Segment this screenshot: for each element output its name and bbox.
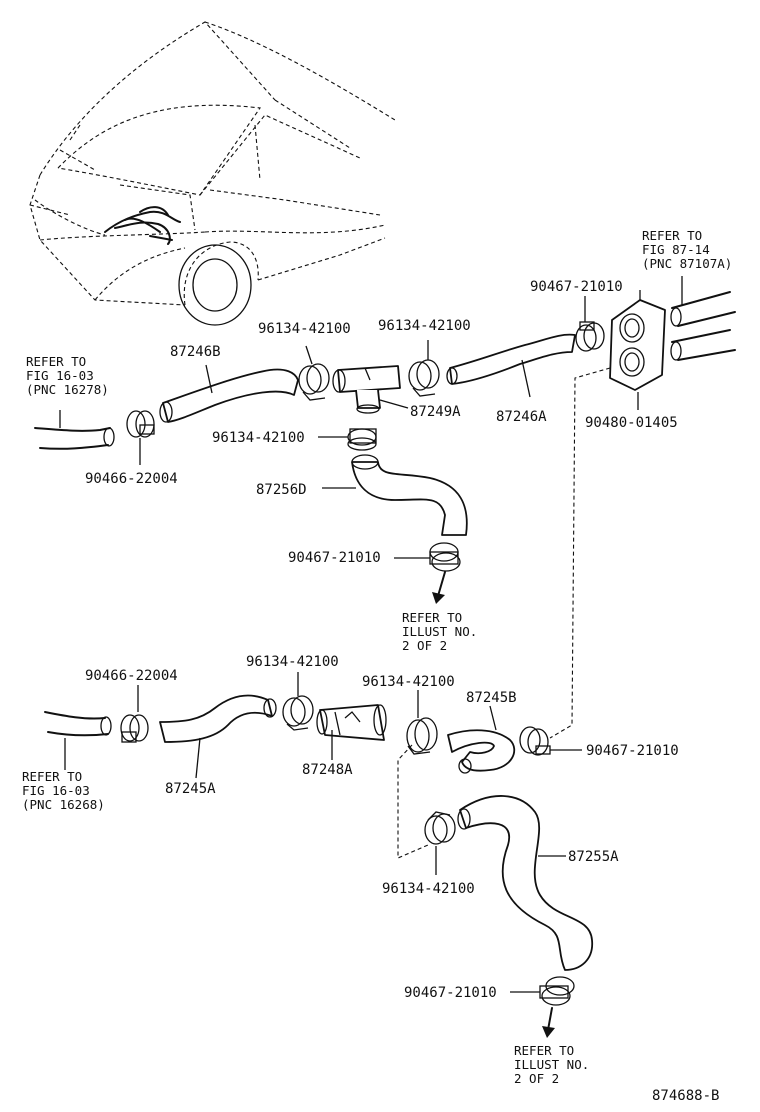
ref-left-bottom-1: REFER TO — [22, 769, 82, 784]
label-87255A: 87255A — [568, 849, 619, 865]
clamp-96134-c — [347, 428, 377, 451]
hose-87256D — [351, 461, 468, 536]
label-90467-right: 90467-21010 — [586, 743, 679, 759]
hose-87246A — [449, 333, 576, 385]
connector-87248A — [316, 704, 387, 741]
label-96134-d: 96134-42100 — [246, 654, 339, 670]
label-96134-a: 96134-42100 — [258, 321, 351, 337]
label-90466-top: 90466-22004 — [85, 471, 178, 487]
vehicle-sketch — [29, 21, 396, 326]
label-96134-f: 96134-42100 — [382, 881, 475, 897]
clamp-96134-b — [408, 359, 440, 397]
ref-right-top-3: (PNC 87107A) — [642, 256, 732, 271]
ref-left-top-1: REFER TO — [26, 354, 86, 369]
ref-left-bottom-2: FIG 16-03 — [22, 783, 90, 798]
label-87246A: 87246A — [496, 409, 547, 425]
label-90467-top: 90467-21010 — [530, 279, 623, 295]
diagram-id: 874688-B — [652, 1088, 719, 1104]
hose-87245B — [447, 729, 516, 772]
label-96134-e: 96134-42100 — [362, 674, 455, 690]
label-90466-bottom: 90466-22004 — [85, 668, 178, 684]
clamp-96134-d — [282, 695, 314, 731]
label-87245B: 87245B — [466, 690, 517, 706]
clamp-90467-top — [575, 321, 605, 352]
ref-illust-bottom-2: ILLUST NO. — [514, 1057, 589, 1072]
lower-hose-assembly — [44, 672, 593, 1038]
clamp-90466-lower — [120, 714, 149, 743]
label-96134-c: 96134-42100 — [212, 430, 305, 446]
clamp-90466-upper — [126, 410, 155, 438]
clamp-90467-bottom — [539, 976, 575, 1006]
label-grommet: 90480-01405 — [585, 415, 678, 431]
ref-illust-mid-1: REFER TO — [402, 610, 462, 625]
ref-illust-mid-3: 2 OF 2 — [402, 638, 447, 653]
upper-hose-assembly — [34, 276, 736, 465]
label-87256D: 87256D — [256, 482, 307, 498]
tee-joint-87249A — [332, 365, 401, 414]
label-90467-mid: 90467-21010 — [288, 550, 381, 566]
clamp-96134-e — [406, 717, 438, 755]
hose-87255A — [459, 795, 593, 971]
ref-right-top-2: FIG 87-14 — [642, 242, 710, 257]
clamp-96134-f — [424, 811, 456, 845]
clamp-90467-right — [519, 726, 551, 756]
ref-left-top-3: (PNC 16278) — [26, 382, 109, 397]
ref-illust-bottom-3: 2 OF 2 — [514, 1071, 559, 1086]
clamp-90467-mid — [429, 542, 461, 572]
label-96134-b: 96134-42100 — [378, 318, 471, 334]
grommet-90480-01405 — [609, 290, 666, 391]
label-87246B: 87246B — [170, 344, 221, 360]
labels: 87246B 96134-42100 96134-42100 87249A 87… — [22, 228, 732, 1104]
clamp-96134-a — [298, 363, 330, 401]
hose-87246B — [162, 368, 299, 423]
middle-hose-assembly — [318, 428, 468, 604]
ref-right-top-1: REFER TO — [642, 228, 702, 243]
dashed-connection-lines — [397, 367, 611, 859]
label-90467-bottom: 90467-21010 — [404, 985, 497, 1001]
ref-left-bottom-3: (PNC 16268) — [22, 797, 105, 812]
label-87249A: 87249A — [410, 404, 461, 420]
ref-illust-mid-2: ILLUST NO. — [402, 624, 477, 639]
ref-left-top-2: FIG 16-03 — [26, 368, 94, 383]
ref-illust-bottom-1: REFER TO — [514, 1043, 574, 1058]
hose-87245A — [159, 694, 273, 743]
label-87248A: 87248A — [302, 762, 353, 778]
label-87245A: 87245A — [165, 781, 216, 797]
